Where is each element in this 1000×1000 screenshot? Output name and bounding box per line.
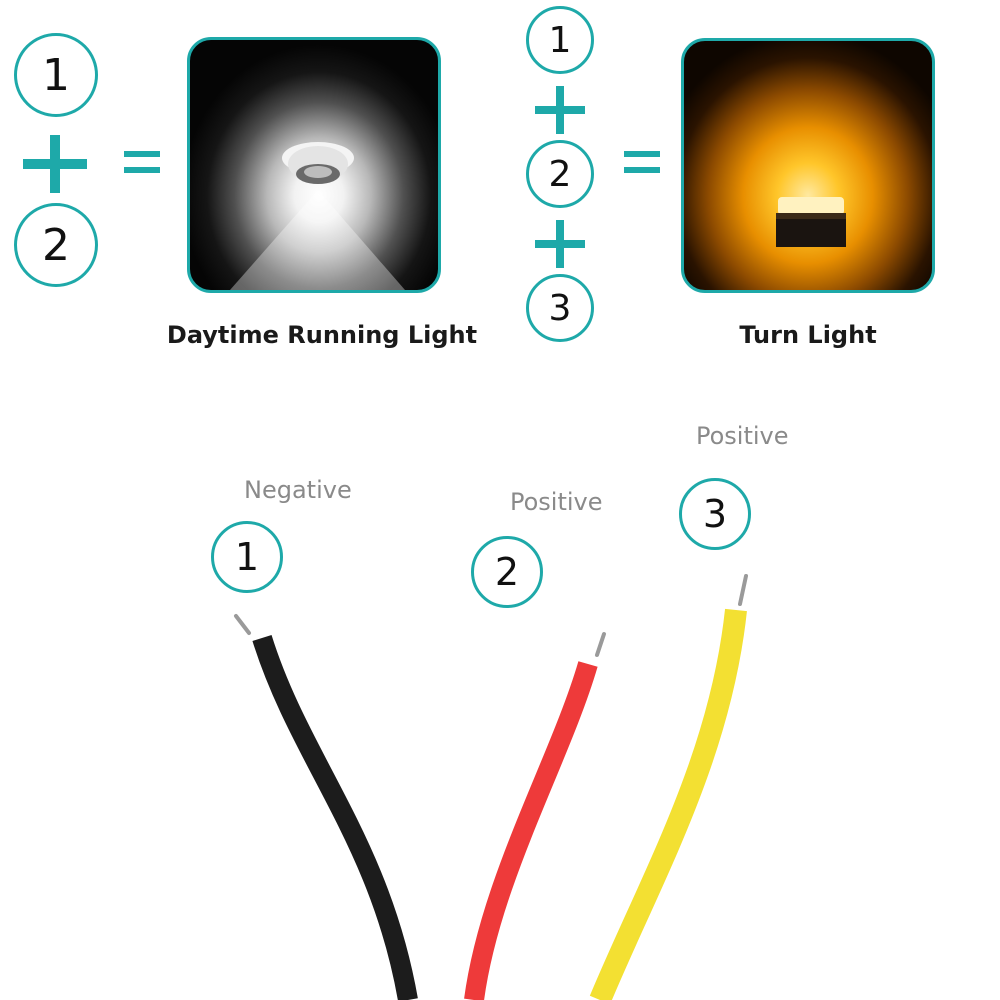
equals-icon: [124, 151, 160, 173]
drl-caption: Daytime Running Light: [166, 321, 478, 349]
plus-icon: [23, 135, 87, 193]
term-number: 3: [548, 287, 572, 329]
positive-wire-red: [464, 661, 598, 1000]
drl-light-graphic: [230, 142, 405, 290]
wire-number-circle-1: 1: [211, 521, 283, 593]
term-circle-2: 2: [526, 140, 594, 208]
negative-wire: [252, 635, 418, 1000]
term-circle-3: 3: [526, 274, 594, 342]
wire-label-2: Positive: [510, 488, 603, 516]
drl-light-image: [187, 37, 441, 293]
turn-light-image: [681, 38, 935, 293]
term-number: 1: [548, 19, 572, 61]
term-number: 2: [42, 219, 70, 271]
wire-number-circle-3: 3: [679, 478, 751, 550]
term-circle-2: 2: [14, 203, 98, 287]
wire-number: 3: [702, 492, 728, 536]
plus-icon: [535, 86, 585, 134]
term-circle-1: 1: [526, 6, 594, 74]
turn-caption: Turn Light: [739, 321, 877, 349]
wire-label-1: Negative: [244, 476, 352, 504]
plus-icon: [535, 220, 585, 268]
turn-light-graphic: [776, 197, 846, 247]
wire-number: 2: [494, 550, 520, 594]
wire-label-3: Positive: [696, 422, 789, 450]
equals-icon: [624, 151, 660, 173]
term-circle-1: 1: [14, 33, 98, 117]
term-number: 1: [42, 49, 70, 101]
wire-number-circle-2: 2: [471, 536, 543, 608]
wire-number: 1: [234, 535, 260, 579]
positive-wire-yellow: [589, 608, 747, 1000]
term-number: 2: [548, 153, 572, 195]
